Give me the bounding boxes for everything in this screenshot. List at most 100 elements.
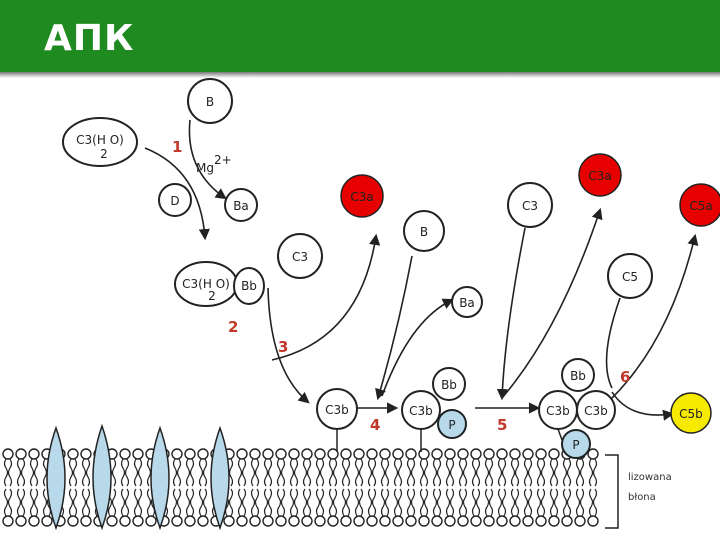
- step-6: 6: [620, 368, 630, 386]
- arrow-c3-to-c3a: [271, 233, 381, 361]
- lipid-molecule: [561, 488, 573, 527]
- svg-text:B: B: [206, 95, 214, 109]
- lipid-molecule: [28, 448, 40, 487]
- c5b-node: C5b: [670, 392, 712, 434]
- lipid-molecule: [15, 448, 27, 487]
- c3a-node-2: C3a: [578, 153, 622, 197]
- lipid-molecule: [249, 448, 261, 487]
- lipid-molecule: [28, 488, 40, 527]
- arrow-up-c3a: [501, 207, 603, 399]
- ba-node-1: Ba: [224, 188, 258, 222]
- membrane-label-line1: lizowana: [628, 472, 672, 483]
- membrane-proteins: [46, 423, 230, 531]
- svg-text:C3(H O): C3(H O): [76, 133, 124, 147]
- lipid-molecule: [587, 488, 599, 527]
- membrane-bracket: [605, 454, 619, 529]
- lipid-molecule: [548, 488, 560, 527]
- ba-node-2: Ba: [451, 286, 483, 318]
- membrane-protein: [150, 425, 170, 531]
- svg-text:2+: 2+: [214, 153, 232, 167]
- svg-text:C3: C3: [522, 199, 538, 213]
- lipid-molecule: [80, 448, 92, 487]
- lipid-molecule: [15, 488, 27, 527]
- arrow-b-to-ba: [188, 119, 227, 200]
- step-5: 5: [497, 416, 507, 434]
- lipid-molecule: [379, 448, 391, 487]
- lipid-molecule: [314, 488, 326, 527]
- svg-text:C3a: C3a: [588, 169, 611, 183]
- c5a-node: C5a: [679, 183, 720, 227]
- lipid-molecule: [132, 448, 144, 487]
- membrane-protein: [92, 423, 112, 531]
- arrow-c3h2o-to-complex: [144, 147, 210, 241]
- svg-text:C3b: C3b: [584, 404, 608, 418]
- svg-text:Ba: Ba: [459, 296, 475, 310]
- lipid-molecule: [457, 488, 469, 527]
- membrane-protein: [210, 425, 230, 531]
- lipid-molecule: [444, 488, 456, 527]
- b-mid-node: B: [403, 210, 445, 252]
- lipid-molecule: [2, 488, 14, 527]
- lipid-molecule: [470, 488, 482, 527]
- svg-text:P: P: [572, 438, 579, 452]
- lipid-molecule: [171, 448, 183, 487]
- svg-text:Bb: Bb: [241, 279, 257, 293]
- anchor-lines: [336, 428, 563, 452]
- c3h2o-top-node: C3(H O) 2: [62, 117, 138, 167]
- lipid-molecule: [184, 488, 196, 527]
- header-bar: АПК: [0, 0, 720, 72]
- lipid-molecule: [587, 448, 599, 487]
- step-1: 1: [172, 138, 182, 156]
- lipid-molecule: [418, 488, 430, 527]
- svg-text:P: P: [448, 418, 455, 432]
- lipid-molecule: [80, 488, 92, 527]
- svg-text:B: B: [420, 225, 428, 239]
- mg-ion-label: Mg 2+: [196, 153, 232, 175]
- lipid-molecule: [327, 488, 339, 527]
- lipid-molecule: [301, 488, 313, 527]
- lipid-molecule: [392, 488, 404, 527]
- svg-text:C5b: C5b: [679, 407, 703, 421]
- lipid-molecule: [314, 448, 326, 487]
- arrow-to-c5b: [611, 391, 675, 421]
- svg-text:C3b: C3b: [546, 404, 570, 418]
- lipid-molecule: [353, 488, 365, 527]
- arrow-up-c5a: [611, 233, 699, 399]
- lipid-molecule: [275, 488, 287, 527]
- lipid-molecule: [535, 488, 547, 527]
- step-4: 4: [370, 416, 380, 434]
- svg-text:C5a: C5a: [689, 199, 712, 213]
- c5-convertase-complex: Bb C3b C3b P: [538, 358, 616, 459]
- lipid-molecule: [548, 448, 560, 487]
- lipid-molecule: [119, 488, 131, 527]
- svg-text:2: 2: [100, 147, 108, 161]
- lipid-molecule: [431, 488, 443, 527]
- lipid-molecule: [67, 488, 79, 527]
- b-top-node: B: [187, 78, 233, 124]
- lipid-molecule: [522, 488, 534, 527]
- lipid-molecule: [470, 448, 482, 487]
- svg-text:Bb: Bb: [570, 369, 586, 383]
- lipid-molecule: [327, 448, 339, 487]
- arrow-to-ba: [381, 298, 455, 397]
- svg-text:C3b: C3b: [409, 404, 433, 418]
- lipid-molecule: [405, 448, 417, 487]
- membrane-label-line2: błona: [628, 492, 656, 503]
- lipid-bilayer: [2, 448, 599, 527]
- lipid-molecule: [366, 488, 378, 527]
- lipid-molecule: [522, 448, 534, 487]
- arrow-b-down: [375, 255, 413, 401]
- lipid-molecule: [184, 448, 196, 487]
- lipid-molecule: [275, 448, 287, 487]
- lipid-molecule: [262, 488, 274, 527]
- lipid-molecule: [67, 448, 79, 487]
- lipid-molecule: [405, 488, 417, 527]
- membrane-protein: [46, 425, 66, 531]
- arrows: [144, 119, 699, 421]
- lipid-molecule: [366, 448, 378, 487]
- lipid-molecule: [236, 488, 248, 527]
- d-node: D: [158, 183, 192, 217]
- lipid-molecule: [509, 448, 521, 487]
- svg-text:C3b: C3b: [325, 403, 349, 417]
- lipid-molecule: [262, 448, 274, 487]
